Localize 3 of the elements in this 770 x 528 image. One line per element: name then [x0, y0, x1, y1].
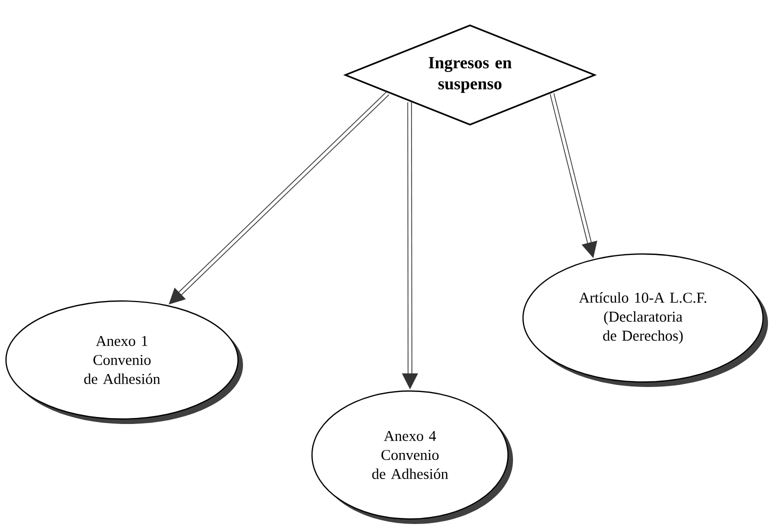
ellipse-node: Anexo 4 Convenio de Adhesión: [311, 390, 513, 524]
ellipse-node: Artículo 10-A L.C.F. (Declaratoria de Derechos): [522, 253, 768, 387]
ellipse-node: Anexo 1 Convenio de Adhesión: [5, 300, 243, 424]
